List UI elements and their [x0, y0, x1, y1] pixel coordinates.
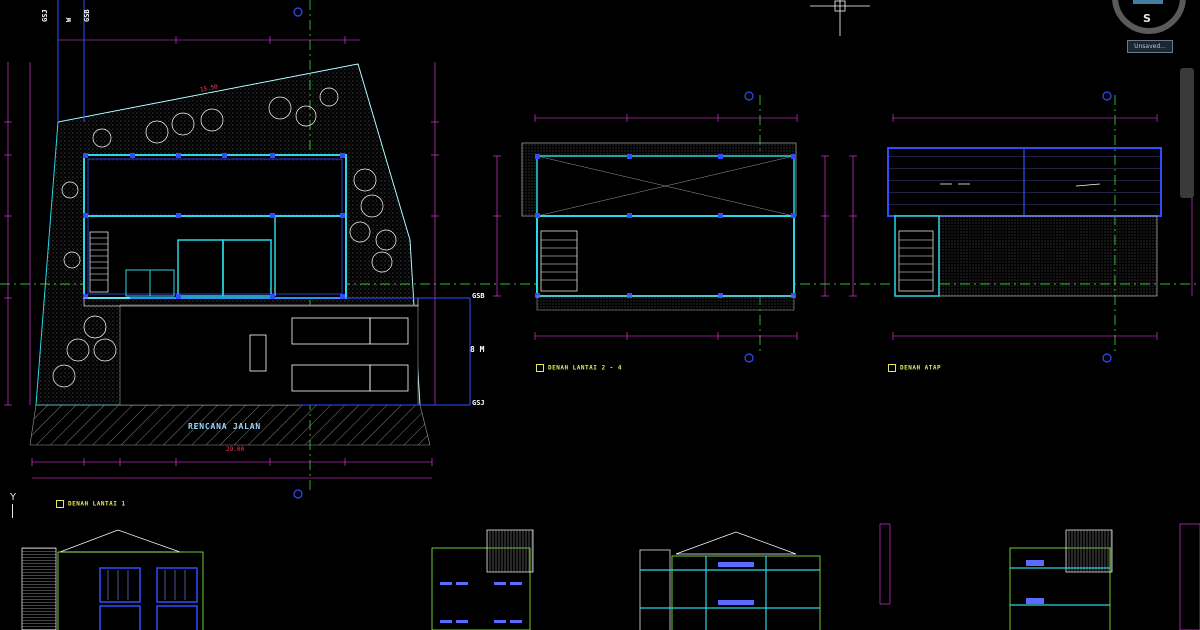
plan-lantai-2-4[interactable] [521, 142, 797, 311]
marker-gsb: GSB [83, 9, 91, 22]
gsj-label: GSJ [472, 399, 485, 407]
section-b[interactable] [879, 523, 1200, 630]
front-elevation[interactable] [21, 529, 204, 630]
marker-w: W [65, 17, 73, 22]
plan1-title: DENAH LANTAI 1 [56, 500, 126, 508]
truck-symbol [249, 317, 409, 392]
plan-lantai-1[interactable] [29, 63, 431, 446]
crosshair-cursor [810, 0, 870, 36]
navigation-bar[interactable] [1180, 68, 1194, 198]
side-elevation[interactable] [431, 529, 534, 630]
plan2-title: DENAH LANTAI 2 - 4 [536, 364, 622, 372]
axis-bubble-icons [293, 7, 1112, 499]
plan1-dimension-lines [4, 36, 439, 479]
ucs-icon: Y [10, 492, 17, 503]
marker-gsj: GSJ [41, 9, 49, 22]
total-width-label: 29.00 [226, 446, 245, 453]
viewcube-face[interactable] [1133, 0, 1163, 4]
unsaved-view-button[interactable]: Unsaved... [1127, 40, 1173, 53]
setback-distance-label: 8 M [470, 345, 485, 354]
plan3-title: DENAH ATAP [888, 364, 941, 372]
plan2-dimension-lines [493, 114, 829, 340]
gsb-label: GSB [472, 292, 485, 300]
viewcube-compass-label[interactable]: S [1143, 12, 1151, 25]
setback-lines [57, 0, 471, 406]
tree-symbols [52, 87, 397, 388]
plan-atap[interactable] [887, 147, 1162, 297]
ucs-axis-line [12, 504, 13, 518]
section-a[interactable] [639, 531, 821, 630]
plan3-dimension-lines [849, 114, 1193, 340]
road-label: RENCANA JALAN [188, 422, 262, 431]
